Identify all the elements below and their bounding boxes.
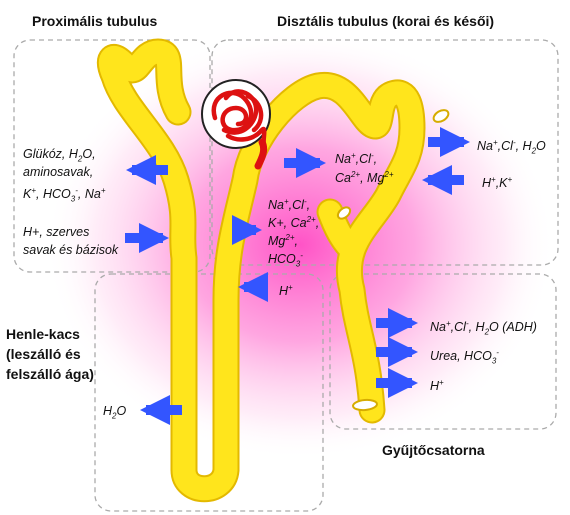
collecting-region-box bbox=[329, 273, 557, 430]
label-asc-1: Na+,Cl-, bbox=[268, 197, 311, 213]
label-collect-1: Na+,Cl-, H2O (ADH) bbox=[430, 319, 537, 337]
proximal-region-box bbox=[13, 39, 211, 273]
henle-loop-title: Henle-kacs (leszálló és felszálló ága) bbox=[6, 324, 94, 384]
label-asc-3: Mg2+, bbox=[268, 233, 298, 249]
distal-tubule-title: Disztális tubulus (korai és késői) bbox=[277, 13, 495, 29]
label-acids-bases: savak és bázisok bbox=[23, 243, 119, 257]
label-asc-2: K+, Ca2+, bbox=[268, 215, 320, 231]
label-late-in: H+,K+ bbox=[482, 175, 513, 191]
collecting-duct-title: Gyűjtőcsatorna bbox=[382, 442, 485, 458]
proximal-tubule-title: Proximális tubulus bbox=[32, 13, 158, 29]
label-h-organic: H+, szerves bbox=[23, 225, 90, 239]
tubule-branch bbox=[318, 200, 364, 262]
henle-title-line-3: felszálló ága) bbox=[6, 366, 94, 382]
tubule-end bbox=[336, 206, 352, 220]
label-collect-3: H+ bbox=[430, 378, 444, 394]
label-asc-h: H+ bbox=[279, 283, 293, 299]
tubule-end bbox=[352, 398, 378, 412]
glomerulus bbox=[201, 79, 271, 170]
label-henle-h2o: H2O bbox=[103, 404, 127, 421]
label-asc-4: HCO3- bbox=[268, 251, 303, 269]
label-early-distal-1: Na+,Cl-, bbox=[335, 151, 378, 167]
label-glucose: Glükóz, H2O, bbox=[23, 147, 96, 164]
label-early-distal-2: Ca2+, Mg2+ bbox=[335, 170, 394, 186]
tubule-end bbox=[432, 109, 450, 123]
label-collect-2: Urea, HCO3- bbox=[430, 348, 499, 366]
henle-title-line-1: Henle-kacs bbox=[6, 326, 80, 342]
label-amino-acids: aminosavak, bbox=[23, 165, 94, 179]
henle-region-box bbox=[94, 273, 324, 512]
henle-title-line-2: (leszálló és bbox=[6, 346, 81, 362]
distal-region-box bbox=[211, 39, 559, 266]
label-k-hco3-na: K+, HCO3-, Na+ bbox=[23, 186, 106, 204]
tubule bbox=[99, 40, 424, 501]
label-late-out: Na+,Cl-, H2O bbox=[477, 138, 546, 156]
